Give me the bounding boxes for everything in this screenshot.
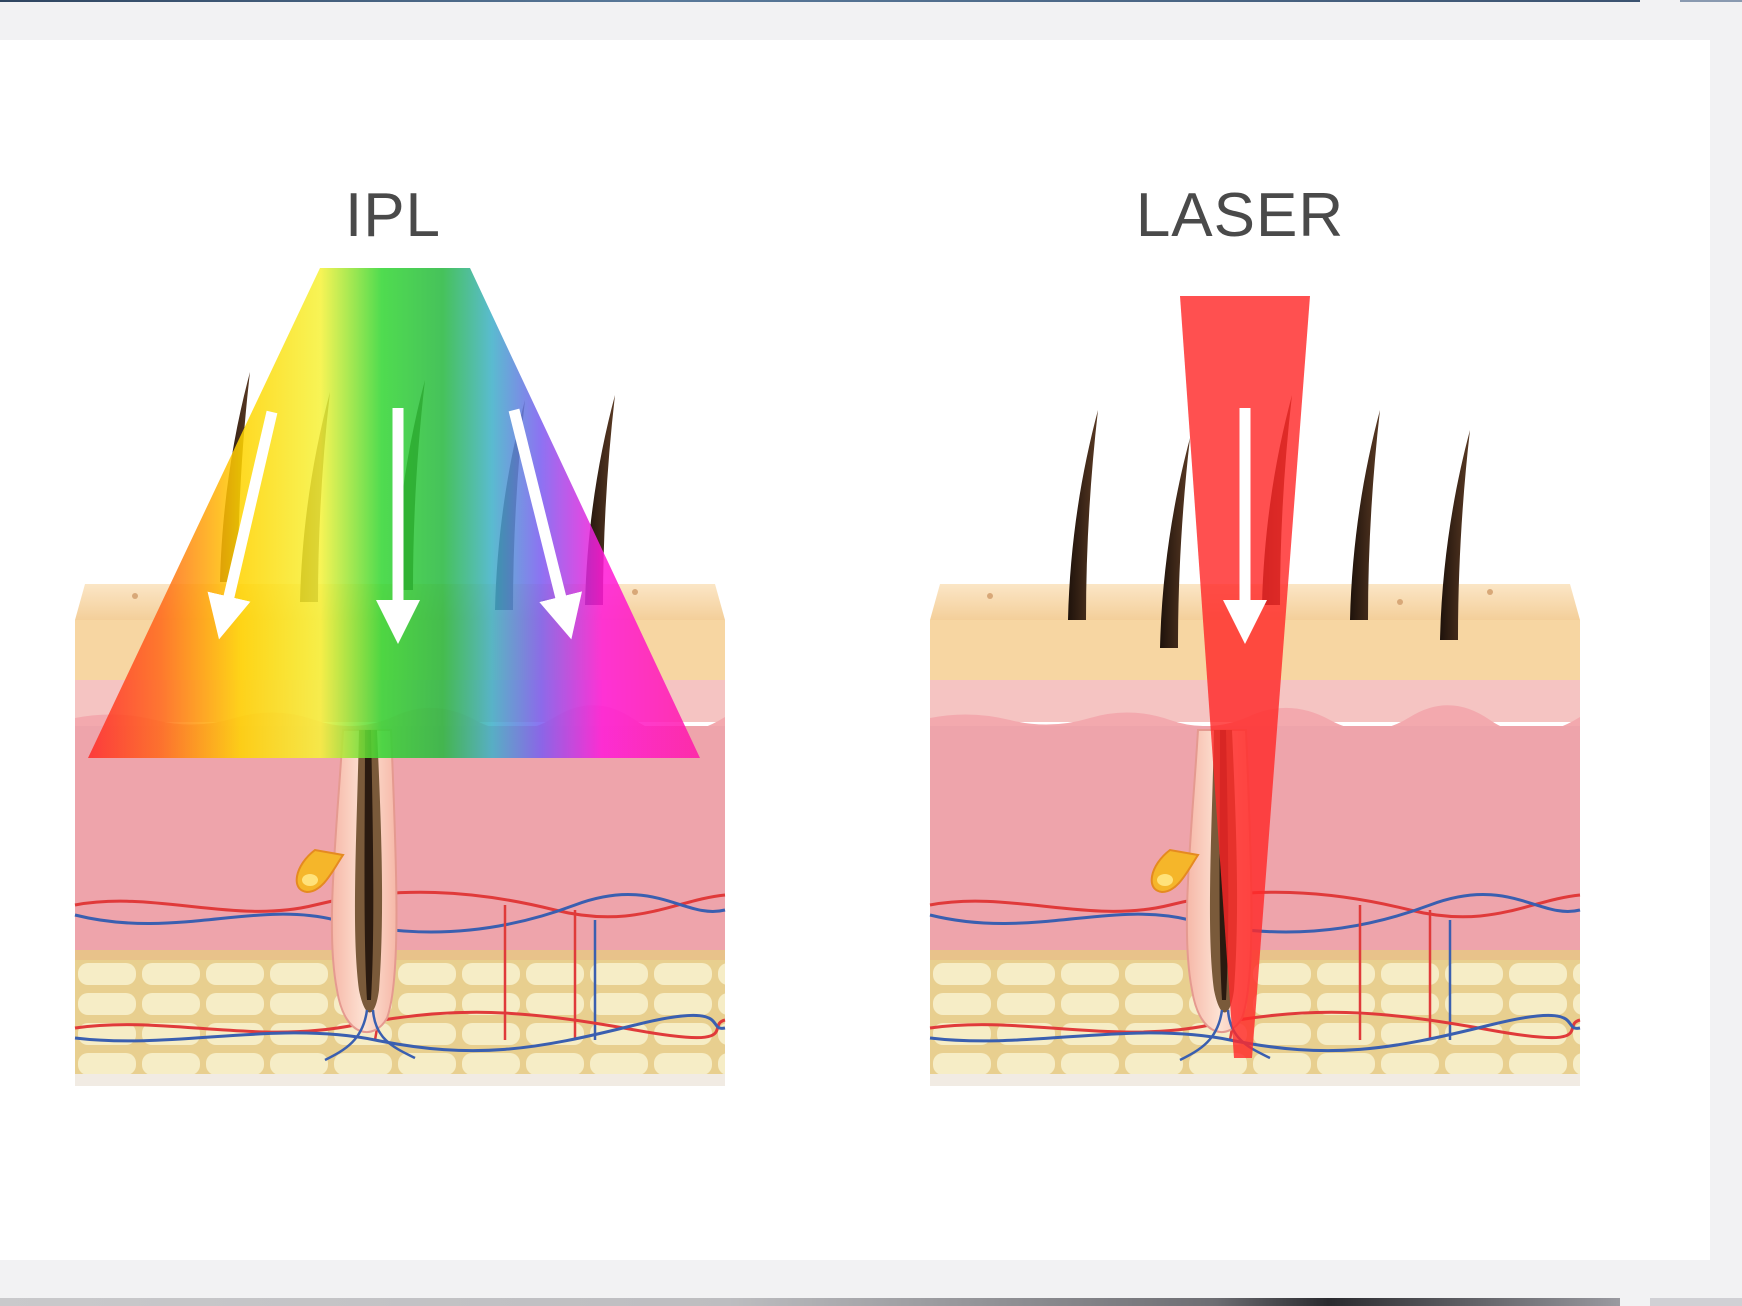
laser-title: LASER — [1135, 181, 1345, 250]
next-image-preview-right[interactable] — [1650, 1298, 1742, 1306]
ipl-vs-laser-diagram — [73, 268, 1582, 1088]
down-arrow-icon — [508, 408, 583, 640]
right-gutter — [1710, 40, 1742, 1260]
bottom-browser-strip — [0, 1260, 1742, 1306]
next-image-preview[interactable] — [0, 1298, 1620, 1306]
ipl-title: IPL — [344, 181, 442, 250]
top-edge-line-right — [1680, 0, 1742, 2]
top-edge-line — [0, 0, 1640, 2]
image-card: IPL LASER — [0, 40, 1710, 1260]
top-browser-strip — [0, 0, 1742, 40]
down-arrow-icon — [207, 410, 278, 640]
laser-panel — [928, 296, 1582, 1088]
ipl-panel — [73, 268, 727, 1088]
laser-beam — [1180, 296, 1310, 1058]
